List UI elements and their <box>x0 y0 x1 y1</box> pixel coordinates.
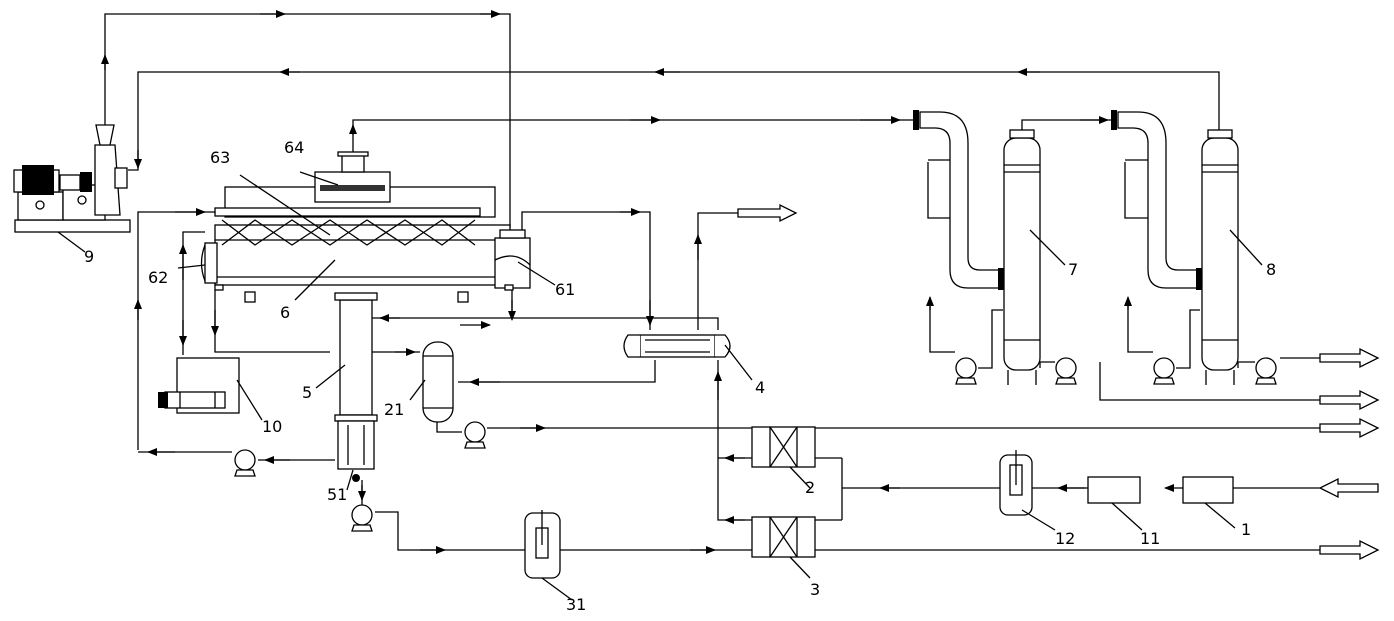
column-7 <box>913 110 1041 385</box>
tank-31 <box>524 510 561 579</box>
unit-64 <box>314 151 391 203</box>
label-5: 5 <box>302 383 312 402</box>
heat-exchanger-4 <box>623 334 731 358</box>
label-21: 21 <box>384 400 404 419</box>
label-7: 7 <box>1068 260 1078 279</box>
label-63: 63 <box>210 148 230 167</box>
column-8 <box>1111 110 1239 385</box>
vessel-21 <box>422 341 454 423</box>
label-11: 11 <box>1140 529 1160 548</box>
label-51: 51 <box>327 485 347 504</box>
label-61: 61 <box>555 280 575 299</box>
label-6: 6 <box>280 303 290 322</box>
label-4: 4 <box>755 378 765 397</box>
feed-inlet-arrow <box>1318 477 1379 499</box>
column-5 <box>334 292 378 482</box>
labels: 1 2 3 4 5 6 7 8 9 10 11 12 21 31 51 61 6… <box>84 138 1276 614</box>
unit-11 <box>1087 476 1141 504</box>
outlet-arrows <box>737 203 1380 561</box>
hx-3 <box>751 516 816 558</box>
label-64: 64 <box>284 138 304 157</box>
label-9: 9 <box>84 247 94 266</box>
leader-lines <box>57 171 1263 601</box>
label-10: 10 <box>262 417 282 436</box>
label-31: 31 <box>566 595 586 614</box>
label-1: 1 <box>1241 520 1251 539</box>
label-12: 12 <box>1055 529 1075 548</box>
label-8: 8 <box>1266 260 1276 279</box>
blower-9 <box>13 124 131 233</box>
hx-2 <box>751 426 816 468</box>
tank-12 <box>999 450 1033 516</box>
pumps <box>234 357 1277 532</box>
label-62: 62 <box>148 268 168 287</box>
label-2: 2 <box>805 478 815 497</box>
tank-10 <box>158 357 240 414</box>
label-3: 3 <box>810 580 820 599</box>
separator-6 <box>200 186 531 303</box>
pipe-lines <box>101 10 1320 554</box>
unit-1 <box>1182 476 1234 504</box>
